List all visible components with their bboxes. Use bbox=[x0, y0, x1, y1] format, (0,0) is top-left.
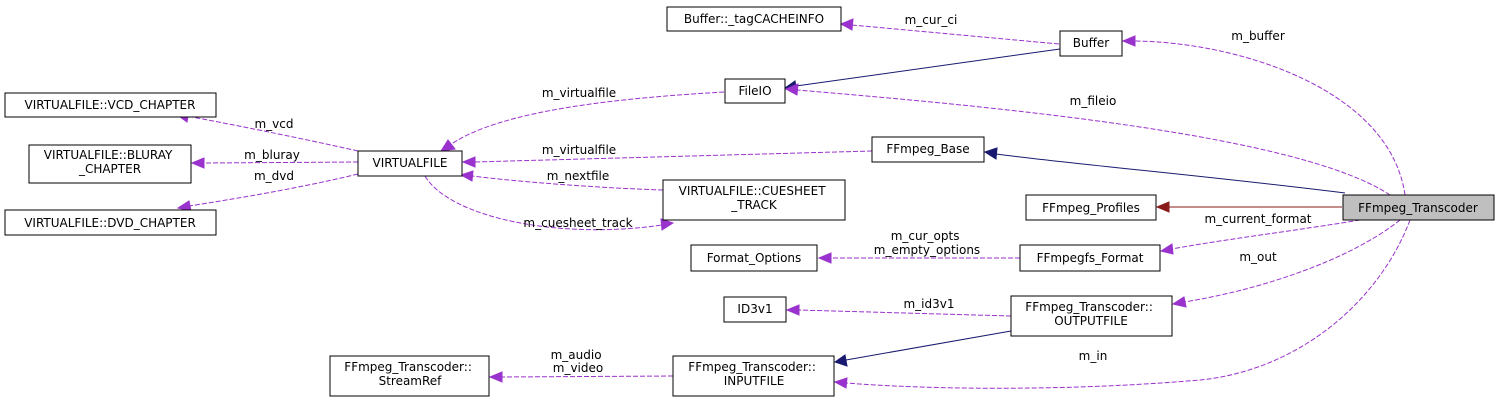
edge-m-cur-opts bbox=[817, 252, 1020, 264]
node-ffmpeg-transcoder[interactable]: FFmpeg_Transcoder bbox=[1342, 194, 1495, 221]
svg-text:FFmpeg_Profiles: FFmpeg_Profiles bbox=[1042, 201, 1140, 215]
svg-text:FFmpeg_Transcoder:: Stre: FFmpeg_Transcoder:: StreamRef bbox=[344, 360, 475, 388]
node-bluray-chapter[interactable]: VIRTUALFILE::BLURAY _CHAPTER bbox=[28, 144, 192, 184]
svg-text:Format_Options: Format_Options bbox=[707, 251, 802, 265]
node-ffmpeg-base[interactable]: FFmpeg_Base bbox=[871, 136, 985, 163]
svg-text:FFmpeg_Base: FFmpeg_Base bbox=[886, 142, 969, 156]
edge-m-current-format bbox=[1159, 219, 1361, 255]
svg-text:VIRTUALFILE::CUESHEET _T: VIRTUALFILE::CUESHEET _TRACK bbox=[679, 184, 830, 212]
edge-ffbase-transcoder bbox=[983, 147, 1346, 194]
node-buffer-tagcacheinfo[interactable]: Buffer::_tagCACHEINFO bbox=[666, 6, 842, 32]
svg-text:FFmpeg_Transcoder:: INPU: FFmpeg_Transcoder:: INPUTFILE bbox=[688, 360, 819, 388]
edge-label-m-out: m_out bbox=[1239, 250, 1277, 264]
svg-text:Buffer: Buffer bbox=[1073, 36, 1109, 50]
svg-text:VIRTUALFILE: VIRTUALFILE bbox=[373, 156, 448, 170]
edge-m-out bbox=[1171, 219, 1401, 308]
svg-text:VIRTUALFILE::VCD_CHAPTER: VIRTUALFILE::VCD_CHAPTER bbox=[25, 98, 196, 112]
node-cuesheet-track[interactable]: VIRTUALFILE::CUESHEET _TRACK bbox=[662, 179, 846, 221]
edge-label-m-current-format: m_current_format bbox=[1204, 212, 1311, 226]
edge-m-cuesheet-track bbox=[424, 175, 675, 231]
edge-m-id3v1 bbox=[785, 304, 1012, 317]
edge-m-virtualfile-fileio bbox=[439, 91, 725, 152]
edge-label-m-cur-opts: m_cur_opts m_empty_options bbox=[874, 229, 980, 257]
node-id3v1[interactable]: ID3v1 bbox=[723, 296, 787, 323]
edge-buffer-fileio bbox=[783, 48, 1061, 93]
svg-text:VIRTUALFILE::BLURAY _CHA: VIRTUALFILE::BLURAY _CHAPTER bbox=[44, 148, 176, 176]
svg-text:VIRTUALFILE::DVD_CHAPTER: VIRTUALFILE::DVD_CHAPTER bbox=[24, 216, 196, 230]
node-format-options[interactable]: Format_Options bbox=[690, 244, 818, 272]
edge-m-fileio bbox=[784, 83, 1391, 196]
edge-label-m-fileio: m_fileio bbox=[1070, 94, 1117, 108]
svg-text:FFmpeg_Transcoder:: OUTP: FFmpeg_Transcoder:: OUTPUTFILE bbox=[1025, 300, 1156, 328]
edge-m-in bbox=[833, 219, 1411, 389]
edge-profiles-transcoder bbox=[1155, 201, 1342, 213]
svg-text:ID3v1: ID3v1 bbox=[737, 302, 772, 316]
node-buffer[interactable]: Buffer bbox=[1059, 30, 1123, 57]
node-virtualfile[interactable]: VIRTUALFILE bbox=[357, 150, 463, 177]
edge-m-virtualfile-base bbox=[461, 150, 873, 168]
node-inputfile[interactable]: FFmpeg_Transcoder:: INPUTFILE bbox=[672, 355, 835, 397]
node-dvd-chapter[interactable]: VIRTUALFILE::DVD_CHAPTER bbox=[4, 209, 217, 236]
edge-label-m-audio-video: m_audio m_video bbox=[551, 348, 606, 375]
svg-text:FileIO: FileIO bbox=[738, 84, 771, 98]
edge-label-m-in: m_in bbox=[1079, 349, 1108, 363]
edge-label-m-dvd: m_dvd bbox=[254, 169, 294, 183]
edge-label-m-virtualfile-fileio: m_virtualfile bbox=[542, 86, 616, 100]
edge-label-m-cur-ci: m_cur_ci bbox=[905, 13, 958, 27]
edge-label-m-id3v1: m_id3v1 bbox=[903, 297, 954, 311]
edge-m-bluray bbox=[190, 157, 359, 169]
edge-m-nextfile bbox=[459, 170, 664, 191]
edge-label-m-nextfile: m_nextfile bbox=[547, 169, 610, 183]
edge-label-m-virtualfile-base: m_virtualfile bbox=[542, 143, 616, 157]
edge-m-cur-ci bbox=[839, 18, 1060, 45]
edge-m-buffer bbox=[1121, 35, 1406, 196]
svg-text:FFmpegfs_Format: FFmpegfs_Format bbox=[1037, 251, 1144, 265]
edge-label-m-vcd: m_vcd bbox=[254, 117, 293, 131]
edge-label-m-cuesheet-track: m_cuesheet_track bbox=[523, 216, 632, 230]
svg-text:Buffer::_tagCACHEINFO: Buffer::_tagCACHEINFO bbox=[684, 12, 824, 26]
svg-text:FFmpeg_Transcoder: FFmpeg_Transcoder bbox=[1358, 201, 1478, 215]
node-fileio[interactable]: FileIO bbox=[724, 78, 786, 104]
node-vcd-chapter[interactable]: VIRTUALFILE::VCD_CHAPTER bbox=[4, 92, 217, 118]
edge-label-m-buffer: m_buffer bbox=[1231, 29, 1285, 43]
edge-m-audio-video bbox=[488, 371, 674, 383]
node-outputfile[interactable]: FFmpeg_Transcoder:: OUTPUTFILE bbox=[1010, 295, 1173, 337]
edge-label-m-bluray: m_bluray bbox=[244, 148, 300, 162]
node-ffmpegfs-format[interactable]: FFmpegfs_Format bbox=[1019, 244, 1161, 272]
node-ffmpeg-profiles[interactable]: FFmpeg_Profiles bbox=[1025, 194, 1157, 221]
node-streamref[interactable]: FFmpeg_Transcoder:: StreamRef bbox=[329, 355, 490, 397]
edge-outputfile-inputfile bbox=[833, 330, 1012, 367]
